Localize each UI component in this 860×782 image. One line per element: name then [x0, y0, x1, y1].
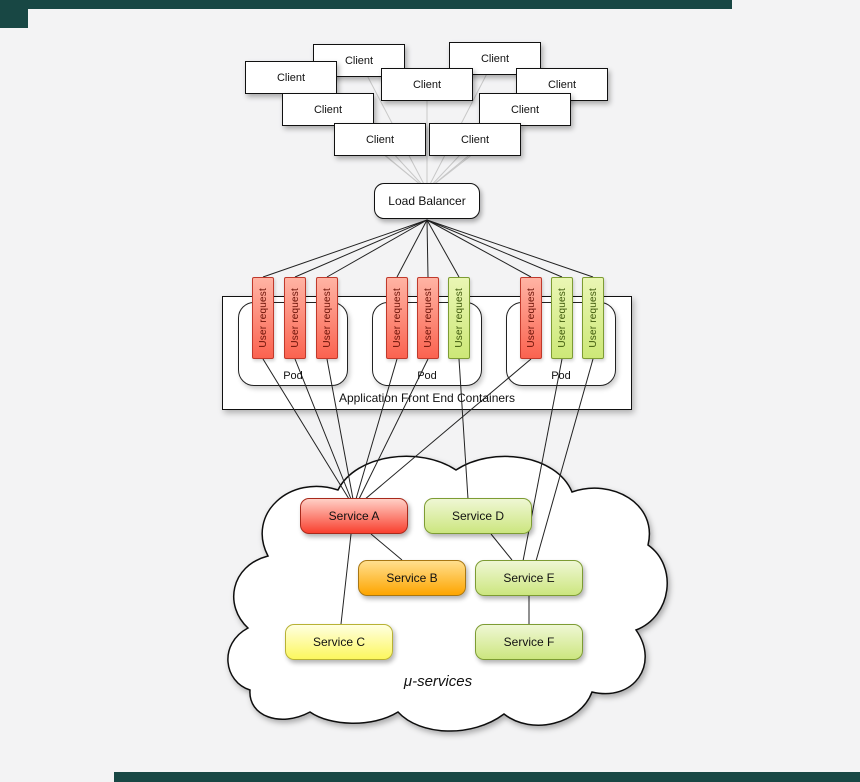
page-edge-strip-corner [0, 0, 28, 28]
page-edge-strip-top [0, 0, 732, 9]
user-request-label: User request [391, 288, 403, 348]
user-request-label: User request [257, 288, 269, 348]
client-node: Client [479, 93, 571, 126]
load-balancer-node: Load Balancer [374, 183, 480, 219]
client-node: Client [334, 123, 426, 156]
user-request-bar: User request [417, 277, 439, 359]
client-node: Client [245, 61, 337, 94]
service-node-e: Service E [475, 560, 583, 596]
user-request-bar: User request [386, 277, 408, 359]
user-request-bar: User request [551, 277, 573, 359]
pod-2-label: Pod [417, 370, 437, 382]
user-request-label: User request [525, 288, 537, 348]
user-request-bar: User request [316, 277, 338, 359]
user-request-bar: User request [520, 277, 542, 359]
user-request-label: User request [321, 288, 333, 348]
page-edge-strip-bottom [114, 772, 860, 782]
user-request-label: User request [587, 288, 599, 348]
client-node: Client [381, 68, 473, 101]
user-request-label: User request [453, 288, 465, 348]
client-node: Client [429, 123, 521, 156]
service-node-f: Service F [475, 624, 583, 660]
front-end-container-label: Application Front End Containers [338, 391, 516, 405]
user-request-label: User request [289, 288, 301, 348]
user-request-bar: User request [582, 277, 604, 359]
pod-1-label: Pod [283, 370, 303, 382]
client-node: Client [282, 93, 374, 126]
user-request-bar: User request [252, 277, 274, 359]
microservices-cloud-label: μ-services [403, 673, 473, 690]
user-request-label: User request [556, 288, 568, 348]
user-request-bar: User request [448, 277, 470, 359]
service-node-d: Service D [424, 498, 532, 534]
service-node-c: Service C [285, 624, 393, 660]
user-request-bar: User request [284, 277, 306, 359]
lb-fan-lines [262, 219, 594, 278]
pod-3-label: Pod [551, 370, 571, 382]
user-request-label: User request [422, 288, 434, 348]
service-node-b: Service B [358, 560, 466, 596]
service-node-a: Service A [300, 498, 408, 534]
